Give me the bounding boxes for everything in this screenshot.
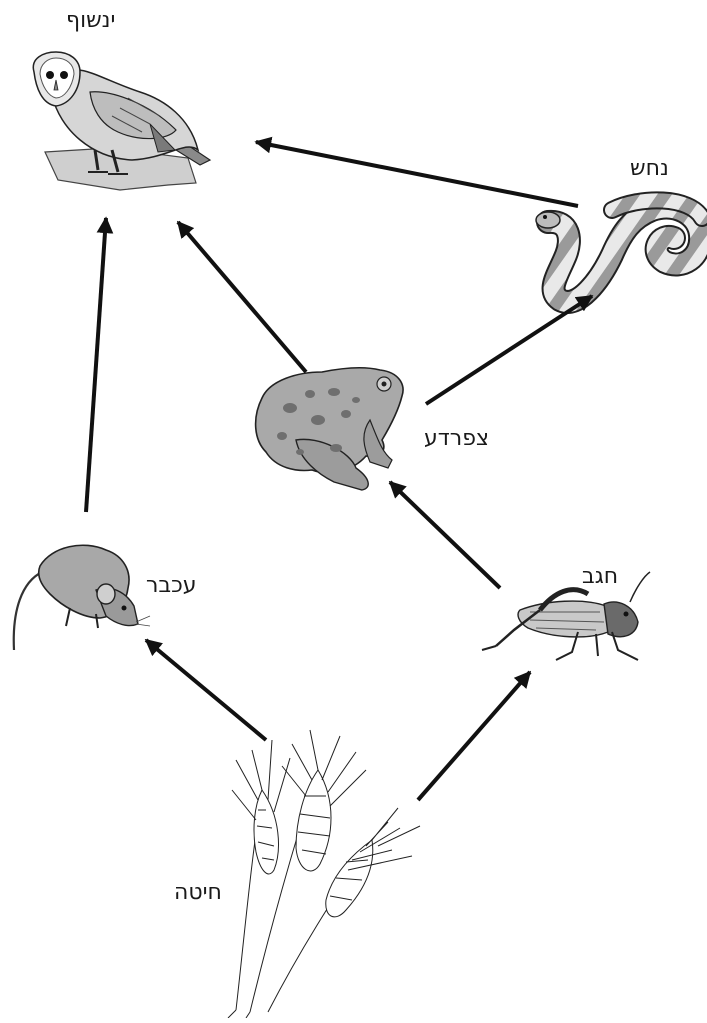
grasshopper-icon (482, 572, 650, 660)
frog-icon (256, 368, 403, 490)
mouse-icon (14, 545, 150, 650)
owl-icon (33, 52, 210, 190)
arrow-wheat-to-mouse (146, 640, 266, 740)
arrow-grasshopper-to-frog (390, 482, 500, 588)
arrow-mouse-to-owl (86, 218, 106, 512)
arrow-snake-to-owl (256, 142, 578, 206)
arrow-frog-to-owl (178, 222, 306, 372)
arrow-wheat-to-grasshopper (418, 672, 530, 800)
frog-label: צפרדע (424, 428, 489, 450)
grasshopper-label: חגב (582, 566, 618, 588)
owl-label: ינשוף (66, 10, 115, 32)
wheat-label: חיטה (174, 882, 222, 904)
snake-label: נחש (630, 158, 669, 180)
snake-icon (536, 200, 702, 302)
arrow-frog-to-snake (426, 296, 592, 404)
wheat-icon (228, 730, 420, 1018)
mouse-label: עכבר (146, 575, 197, 597)
